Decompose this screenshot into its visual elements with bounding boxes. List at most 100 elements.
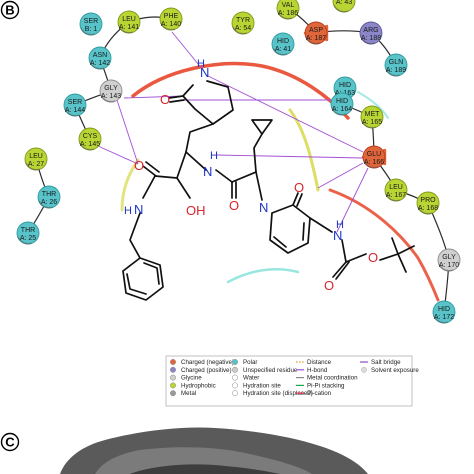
- residue-name: HID: [336, 98, 348, 105]
- residue-number: A: 25: [20, 235, 36, 242]
- panel-c: C: [0, 427, 368, 474]
- legend-item: Pi-cation: [296, 390, 332, 397]
- residue-number: A: 170: [439, 262, 459, 269]
- residue-number: A: 144: [65, 107, 85, 114]
- legend-label: Hydrophobic: [181, 382, 216, 389]
- residue-number: A: 41: [275, 46, 291, 53]
- residue-name: LEU: [122, 16, 136, 23]
- exposure-arc-yellow-left: [120, 158, 140, 212]
- residue-number: A: 168: [418, 205, 438, 212]
- legend-label: Glycine: [181, 375, 202, 382]
- residue-number: A: 26: [41, 199, 57, 206]
- residue-disc: [304, 21, 328, 45]
- exposure-rim: [363, 160, 379, 169]
- residue-disc: [332, 0, 356, 13]
- residue-name: THR: [21, 227, 35, 234]
- panel-b-letter: B: [5, 3, 14, 18]
- residue-disc: [117, 10, 141, 34]
- residue-name: HID: [438, 306, 450, 313]
- residue-disc: [362, 145, 386, 169]
- legend-item: Polar: [232, 359, 257, 366]
- hbond-lactam-phe140: [171, 31, 204, 71]
- residue-disc: [37, 185, 61, 209]
- residue-x43: A: 43: [332, 0, 356, 13]
- legend-item: Hydrophobic: [170, 382, 216, 389]
- legend-item: Hydration site (displaced): [232, 390, 313, 397]
- exposure-rim: [360, 36, 376, 45]
- residue-disc: [416, 191, 440, 215]
- legend-label: Charged (negative): [181, 359, 234, 366]
- hbond-lactam-glu166: [205, 74, 364, 153]
- legend-swatch: [232, 359, 238, 365]
- residue-name: PRO: [420, 197, 436, 204]
- exposure-rim: [272, 47, 288, 56]
- atom-o-amide2: O: [229, 198, 239, 213]
- exposure-rim: [385, 193, 401, 202]
- legend-swatch: [170, 374, 176, 381]
- legend: Charged (negative)Charged (positive)Glyc…: [165, 355, 419, 407]
- legend-label: Charged (positive): [181, 367, 232, 374]
- legend-swatch: [170, 390, 176, 397]
- atom-h-carbamate: H: [336, 219, 344, 231]
- residue-name: GLU: [367, 151, 381, 158]
- residue-disc: [360, 105, 384, 129]
- hbond-carbamate-glu166: [336, 167, 369, 233]
- residue-name: ASP: [309, 27, 323, 34]
- hbond-amide2-glu166: [216, 154, 364, 159]
- panel-b-label: B: [0, 0, 20, 20]
- residue-name: ARG: [363, 27, 378, 34]
- residue-number: A: 188: [361, 35, 381, 42]
- atom-o-carbamate1: O: [324, 278, 334, 293]
- atom-o-amide1: O: [134, 158, 144, 173]
- ligand-atoms: N H O O N H OH N H O N O N H O O: [124, 58, 378, 293]
- residue-disc: [88, 46, 112, 70]
- atom-o-pyridone: O: [294, 180, 304, 195]
- residue-disc: [16, 221, 40, 245]
- exposure-rim: [438, 263, 454, 272]
- legend-swatch: [170, 366, 176, 373]
- residue-name: SER: [68, 99, 82, 106]
- residue-name: HID: [277, 38, 289, 45]
- residue-disc: [384, 178, 408, 202]
- residue-number: A: 141: [119, 24, 139, 31]
- legend-label: Metal coordination: [307, 375, 358, 382]
- residue-number: A: 187: [306, 35, 326, 42]
- exposure-rim: [331, 107, 347, 116]
- exposure-rim: [232, 26, 248, 35]
- exposure-rim: [38, 200, 54, 209]
- exposure-rim: [361, 120, 377, 129]
- exposure-rim: [305, 36, 321, 45]
- atom-n-lactam: N: [200, 65, 209, 80]
- exposure-arc-red-top: [131, 61, 350, 120]
- residue-name: CYS: [83, 133, 98, 140]
- hbond-amide1-gly143: [116, 99, 139, 165]
- residue-name: LEU: [29, 153, 43, 160]
- legend-swatch: [232, 366, 238, 373]
- atom-n-amide1: N: [134, 202, 143, 217]
- exposure-rim: [160, 22, 176, 31]
- hbond-gly143-lactamO: [123, 95, 184, 99]
- residue-number: A: 43: [336, 0, 352, 6]
- residue-disc: [432, 300, 456, 324]
- residue-number: A: 167: [386, 192, 406, 199]
- residue-name: ASN: [93, 52, 107, 59]
- exposure-rim: [333, 4, 349, 13]
- legend-swatch: [361, 366, 367, 373]
- atom-h-amide2: H: [210, 150, 218, 162]
- residue-number: A: 189: [386, 67, 406, 74]
- residue-number: A: 166: [364, 159, 384, 166]
- exposure-rim: [385, 68, 401, 77]
- residue-disc: [359, 21, 383, 45]
- residue-disc: [330, 92, 354, 116]
- exposure-rim: [277, 11, 293, 20]
